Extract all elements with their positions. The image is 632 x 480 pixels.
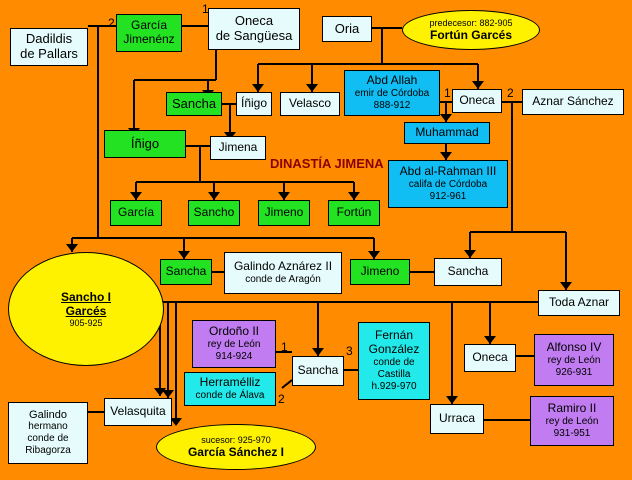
- person-garcia: García: [110, 200, 162, 226]
- marriage-number: 1: [281, 340, 288, 354]
- sancho-garces-ellipse: Sancho I Garcés 905-925: [8, 252, 164, 366]
- person-sancha-aragon: Sancha: [160, 259, 212, 285]
- person-inigo-arista: Íñigo: [104, 130, 186, 158]
- marriage-number: 3: [346, 344, 353, 358]
- person-galindo-aznarez: Galindo Aznárez II conde de Aragón: [224, 252, 342, 294]
- person-muhammad: Muhammad: [404, 122, 490, 144]
- marriage-number: 2: [507, 86, 514, 100]
- person-fortun: Fortún: [328, 200, 380, 226]
- person-ramiro-ii: Ramiro II rey de León 931-951: [530, 396, 614, 446]
- dynasty-title: DINASTÍA JIMENA: [270, 156, 384, 171]
- person-galindo-ribagorza: Galindo hermano conde de Ribagorza: [8, 402, 88, 464]
- marriage-number: 1: [444, 86, 451, 100]
- person-sancha-low: Sancha: [292, 356, 344, 386]
- person-sancho: Sancho: [188, 200, 240, 226]
- person-sancha-mid: Sancha: [434, 258, 502, 286]
- person-sancha: Sancha: [166, 92, 222, 116]
- marriage-number: 1: [202, 2, 209, 16]
- person-velasco: Velasco: [280, 92, 340, 116]
- person-inigo: Íñigo: [236, 92, 272, 116]
- person-herramelliz: Herramélliz conde de Álava: [184, 372, 276, 406]
- person-jimeno: Jimeno: [258, 200, 310, 226]
- person-abd-al-rahman: Abd al-Rahman III califa de Córdoba 912-…: [388, 160, 508, 208]
- person-jimena: Jimena: [210, 136, 266, 160]
- marriage-number: 2: [278, 392, 285, 406]
- person-alfonso-iv: Alfonso IV rey de León 926-931: [534, 334, 614, 386]
- person-oneca: Oneca: [452, 89, 502, 113]
- successor-ellipse: sucesor: 925-970 García Sánchez I: [156, 424, 316, 470]
- person-garcia-jimenez: García Jimenénz: [116, 14, 182, 52]
- person-velasquita: Velasquita: [104, 398, 172, 426]
- person-jimeno-mid: Jimeno: [350, 259, 410, 285]
- person-oria: Oria: [322, 16, 372, 42]
- person-ordono: Ordoño II rey de León 914-924: [192, 320, 276, 368]
- marriage-number: 2: [108, 16, 115, 30]
- person-toda-aznar: Toda Aznar: [538, 290, 620, 316]
- person-abd-allah: Abd Allah emir de Córdoba 888-912: [344, 70, 440, 116]
- person-urraca: Urraca: [430, 404, 484, 434]
- person-aznar-sanchez: Aznar Sánchez: [522, 89, 624, 115]
- predecessor-ellipse: predecesor: 882-905 Fortún Garcés: [402, 10, 540, 50]
- person-oneca-low: Oneca: [464, 344, 516, 372]
- person-fernan-gonzalez: Fernán González conde de Castilla h.929-…: [358, 322, 430, 400]
